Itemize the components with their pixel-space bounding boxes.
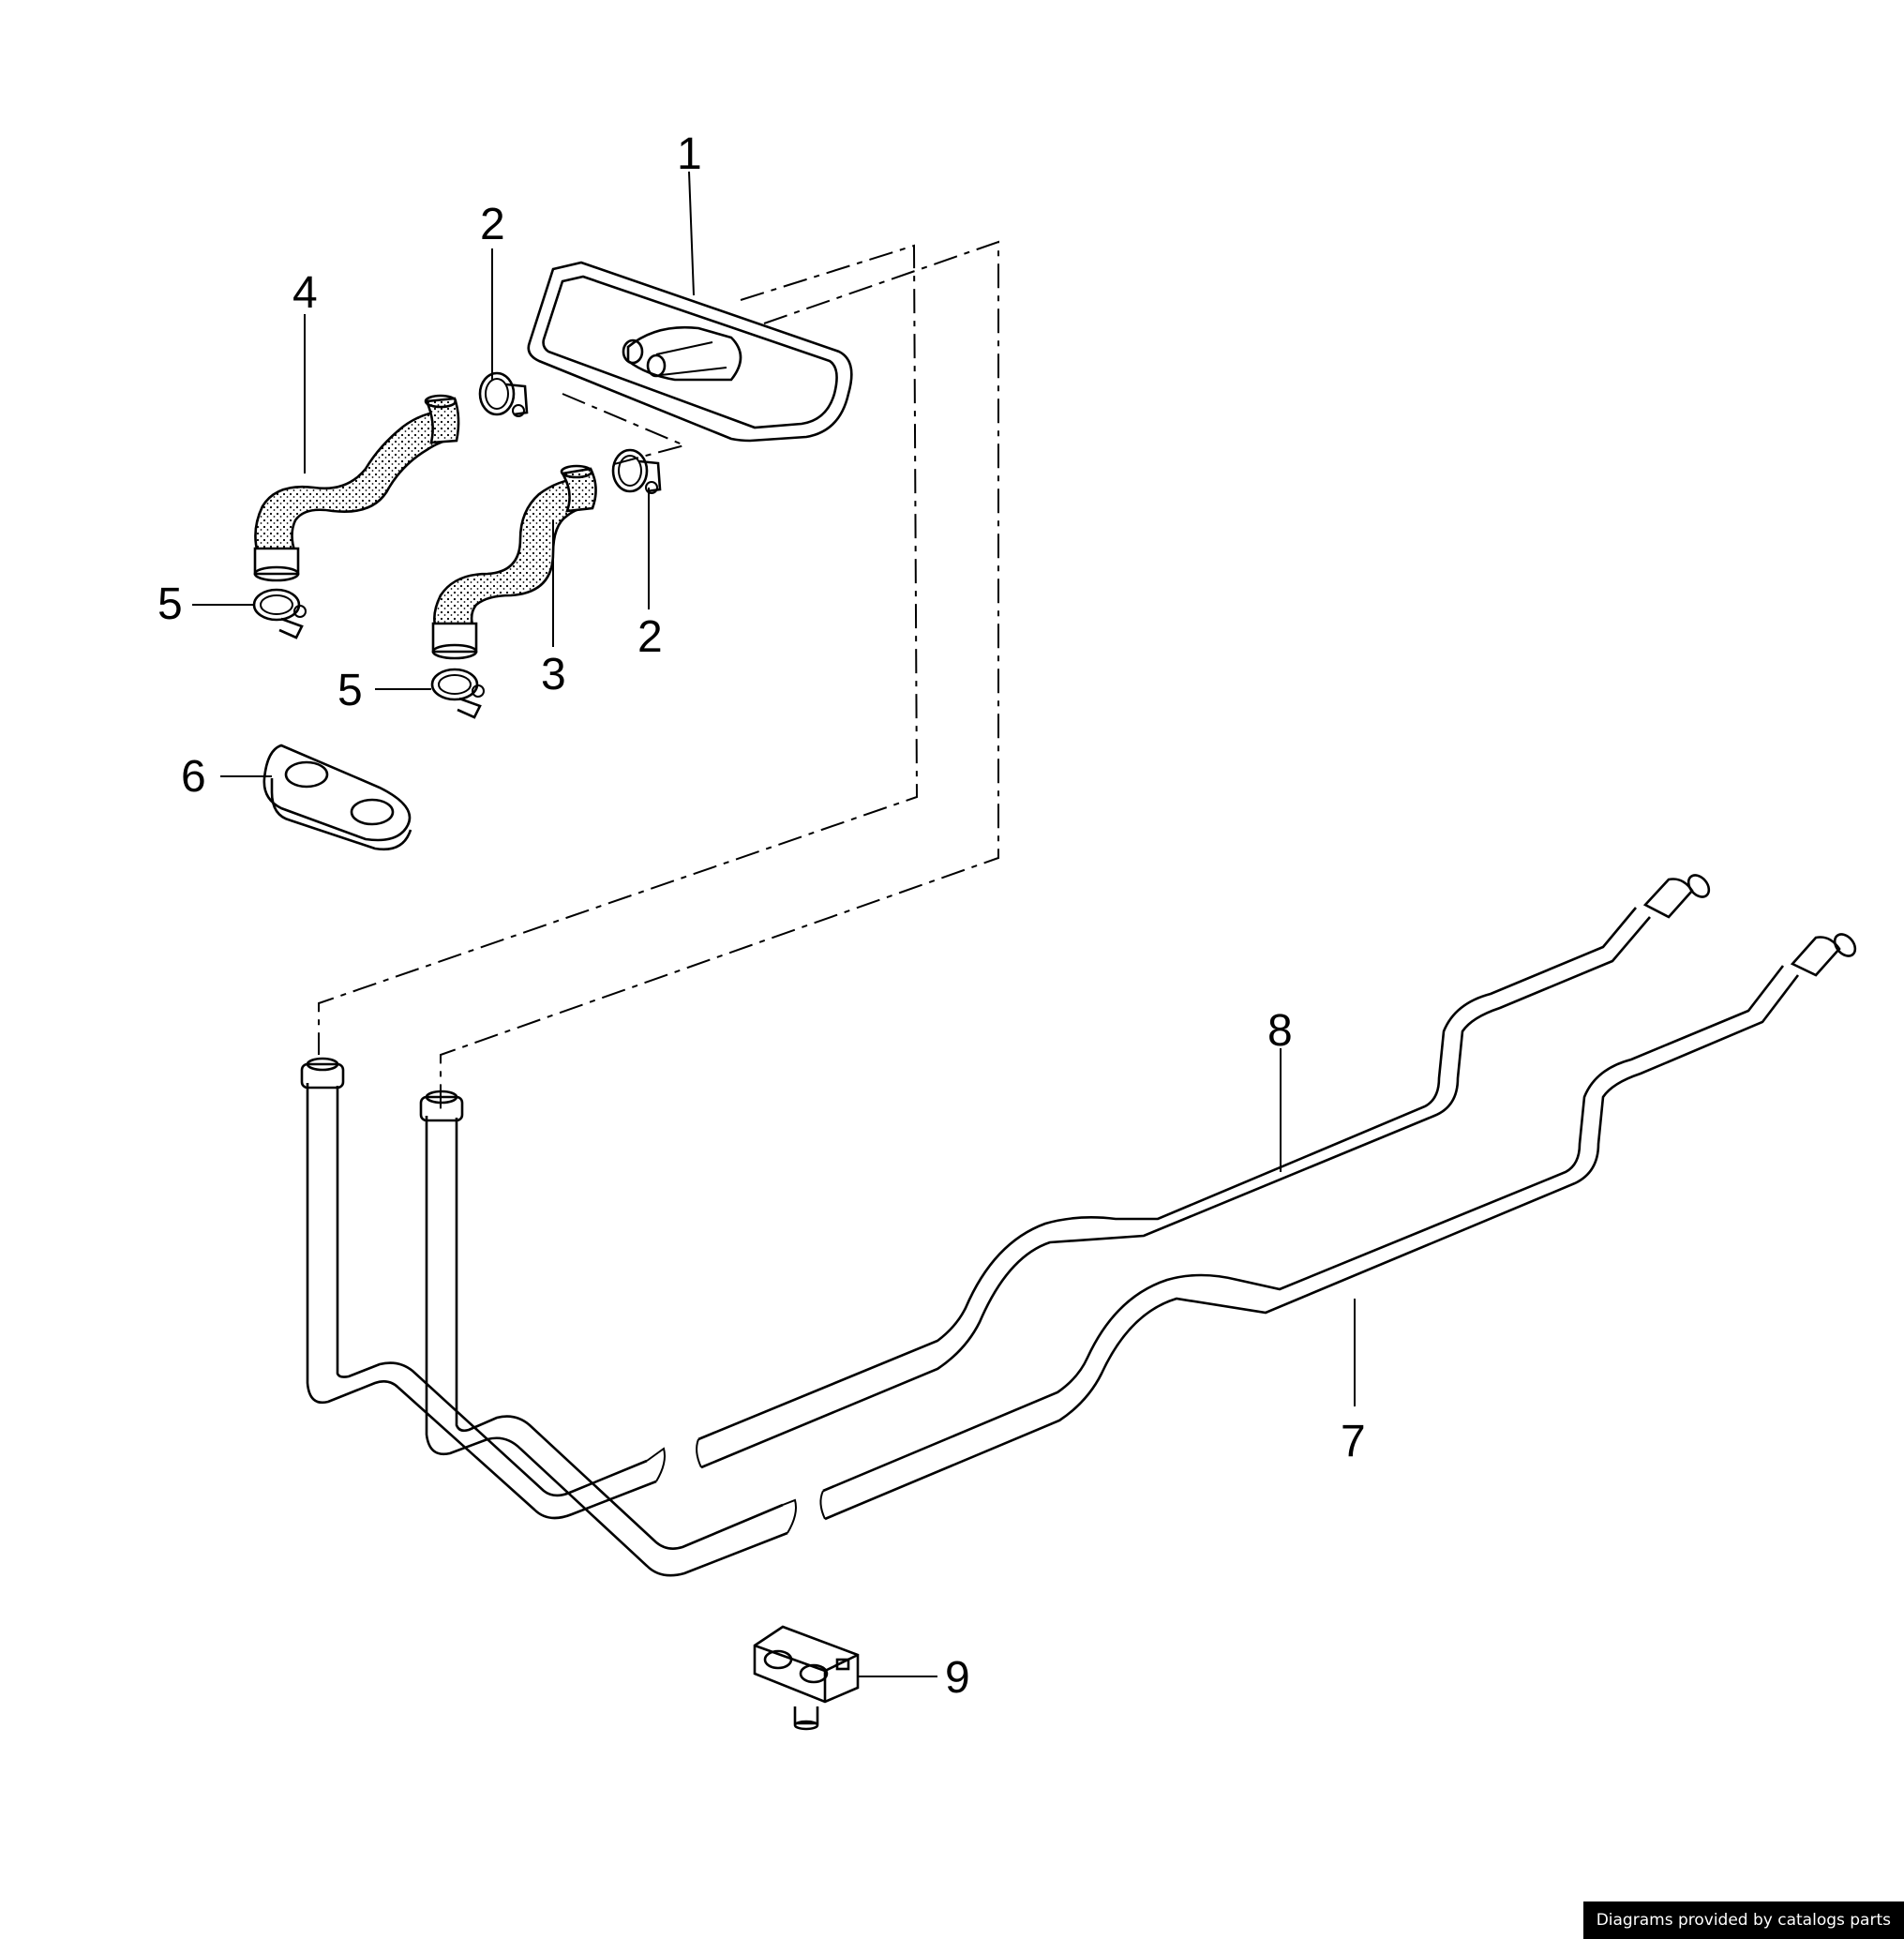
callout-6: 6 (181, 752, 206, 802)
callout-2-lower: 2 (637, 612, 663, 662)
callout-4: 4 (292, 268, 318, 318)
callout-1: 1 (677, 129, 702, 179)
callout-labels: 1 2 4 5 2 3 5 6 8 7 9 (157, 129, 1366, 1703)
callout-5-left: 5 (157, 579, 183, 629)
part-2-hose-clamp-upper (478, 371, 529, 417)
callout-7: 7 (1341, 1417, 1366, 1466)
part-5-hose-clamp-right (430, 668, 485, 719)
part-4-coolant-hose (253, 394, 460, 582)
diagram-credit-label: Diagrams provided by catalogs parts (1582, 1901, 1904, 1939)
callout-5-right: 5 (337, 666, 363, 715)
callout-3: 3 (541, 650, 566, 699)
part-2-hose-clamp-lower (611, 448, 662, 494)
part-3-coolant-hose (431, 464, 597, 660)
part-7-coolant-pipe (419, 933, 1857, 1577)
part-6-grommet-plate (262, 744, 412, 851)
part-9-pipe-bracket (753, 1625, 860, 1731)
part-8-coolant-pipe (300, 874, 1711, 1520)
callout-8: 8 (1267, 1006, 1293, 1056)
assembly-reference-lines (318, 240, 999, 1111)
leader-lines (192, 171, 1356, 1677)
part-5-hose-clamp-left (252, 588, 307, 639)
callout-2-upper: 2 (480, 200, 505, 249)
part-1-seal-frame (527, 261, 853, 443)
callout-9: 9 (945, 1653, 970, 1703)
